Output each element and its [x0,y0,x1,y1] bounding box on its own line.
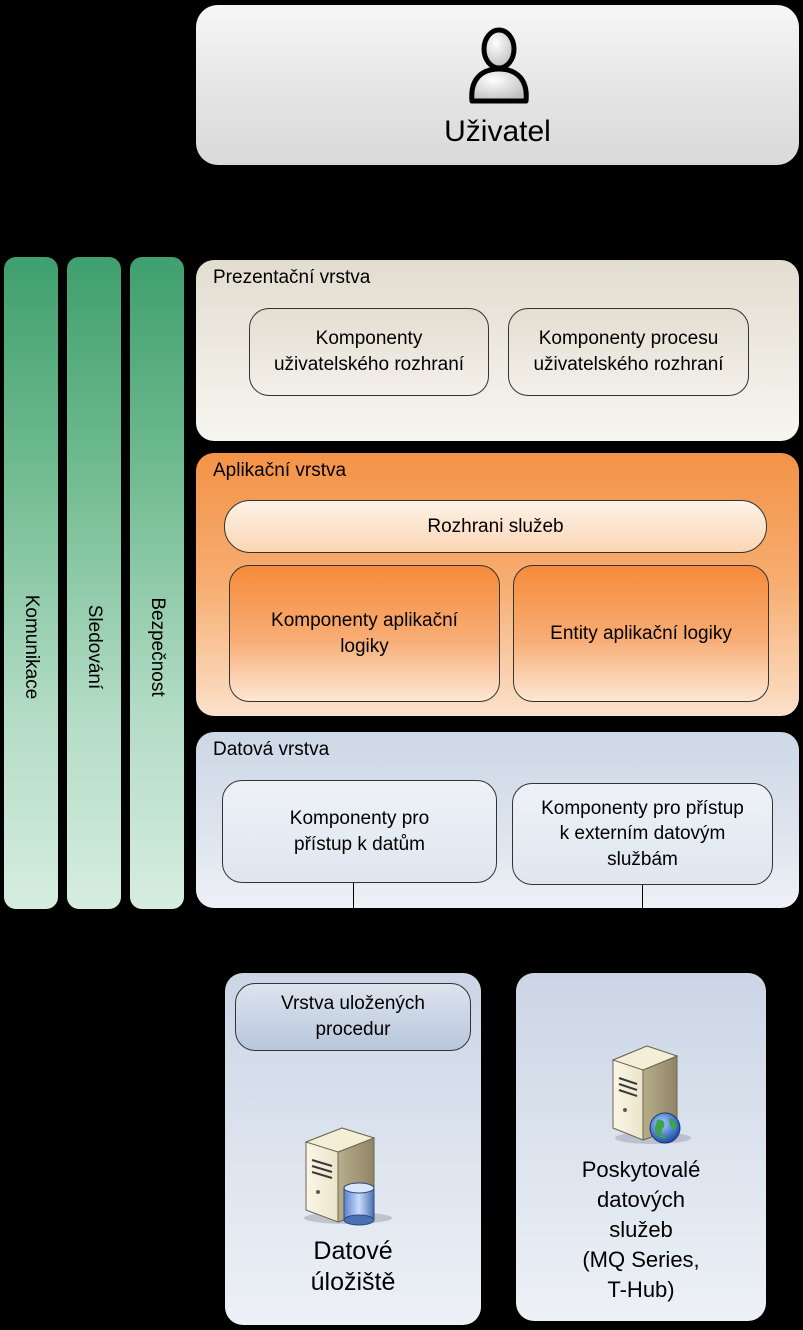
bar-communication: Komunikace [4,257,58,909]
bar-security: Bezpečnost [130,257,184,909]
bar-communication-label: Komunikace [21,594,42,700]
business-logic-components: Komponenty aplikační logiky [229,565,500,702]
application-layer-title: Aplikační vrstva [213,460,347,481]
bar-security-label: Bezpečnost [147,597,168,697]
service-agents: Komponenty pro přístup k externím datový… [512,783,773,885]
stored-procedures-layer: Vrstva uložených procedur [235,983,471,1051]
web-server-icon [611,1045,691,1144]
datastore-label: Datové úložiště [310,1237,396,1297]
service-provider-panel [516,973,766,1321]
presentation-layer-title: Prezentační vrstva [213,267,371,288]
database-server-icon [304,1127,392,1226]
ui-components: Komponenty uživatelského rozhraní [249,308,489,396]
bar-monitoring: Sledování [67,257,121,909]
service-provider-label: Poskytovalé datových služeb (MQ Series, … [581,1157,701,1302]
connector-line [642,885,643,908]
business-entities: Entity aplikační logiky [513,565,769,702]
user-icon [469,27,529,104]
user-label: Uživatel [444,115,551,148]
data-layer-title: Datová vrstva [213,739,330,760]
connector-line [353,883,354,908]
service-interface: Rozhrani služeb [224,500,767,553]
data-access-components: Komponenty pro přístup k datům [222,780,497,883]
ui-process-components: Komponenty procesu uživatelského rozhran… [508,308,749,396]
bar-monitoring-label: Sledování [84,604,105,690]
